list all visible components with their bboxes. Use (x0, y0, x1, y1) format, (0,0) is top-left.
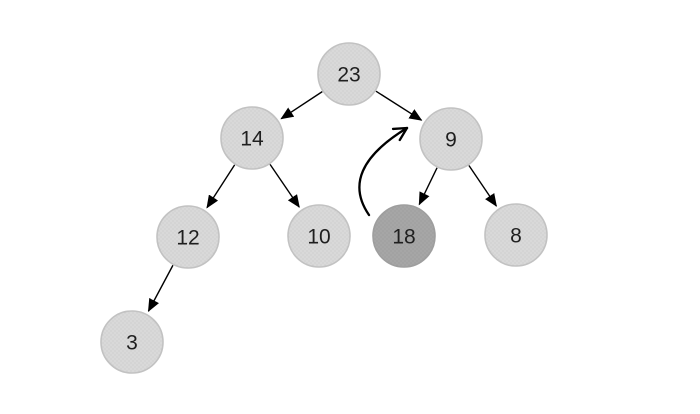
tree-edge-12-3 (147, 264, 174, 312)
node-label-10: 10 (307, 225, 330, 248)
node-label-12: 12 (176, 226, 199, 249)
tree-edge-23-14 (280, 91, 323, 120)
node-label-8: 8 (510, 224, 522, 247)
tree-edge-9-18 (418, 167, 438, 206)
tree-node-18: 18 (372, 204, 436, 268)
tree-node-3: 3 (100, 310, 164, 374)
tree-node-23: 23 (317, 42, 381, 106)
node-circle-8 (484, 203, 548, 267)
node-label-3: 3 (126, 331, 138, 354)
tree-node-10: 10 (287, 204, 351, 268)
curved-arrow-open-head-icon (391, 126, 409, 142)
tree-edge-9-8 (468, 165, 497, 207)
tree-edge-14-12 (206, 164, 236, 209)
node-circle-10 (287, 204, 351, 268)
curved-arrow-shaft (358, 126, 409, 217)
node-label-9: 9 (445, 128, 457, 151)
node-label-18: 18 (392, 225, 415, 248)
tree-edge-14-10 (269, 164, 300, 208)
node-circle-9 (419, 107, 483, 171)
node-circle-23 (317, 42, 381, 106)
curved-arrow-18-to-9 (358, 126, 409, 217)
node-label-14: 14 (240, 127, 264, 150)
highlighted-node-circle-18 (372, 204, 436, 268)
node-label-23: 23 (337, 63, 360, 86)
tree-node-12: 12 (156, 205, 220, 269)
node-circle-3 (100, 310, 164, 374)
node-circle-14 (220, 106, 284, 170)
tree-edge-23-9 (375, 90, 423, 121)
tree-node-14: 14 (220, 106, 284, 170)
tree-node-8: 8 (484, 203, 548, 267)
tree-node-9: 9 (419, 107, 483, 171)
node-circle-12 (156, 205, 220, 269)
